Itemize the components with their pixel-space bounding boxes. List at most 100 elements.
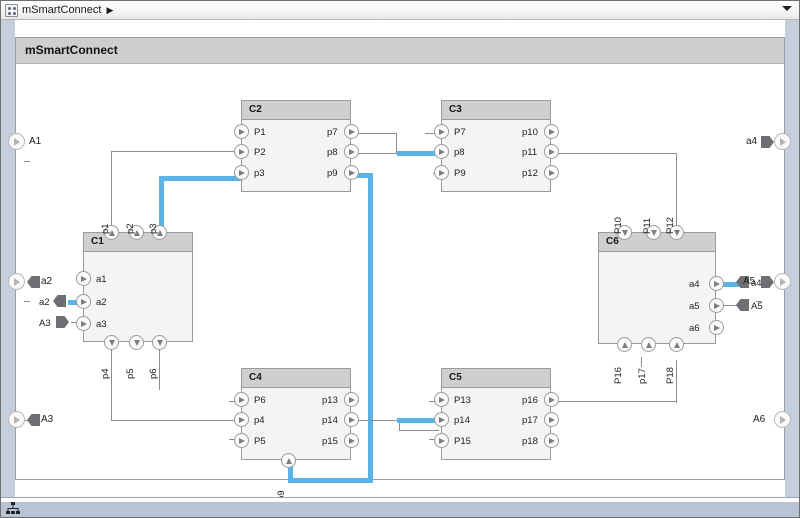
root-port-a2-label: a2 — [41, 276, 53, 287]
root-port-a1[interactable] — [8, 133, 25, 150]
wire-c1p4-vertical — [111, 350, 112, 420]
block-c5-port-P15[interactable] — [434, 433, 449, 448]
status-bar — [1, 497, 799, 517]
root-port-a2[interactable] — [8, 273, 25, 290]
block-c6-port-a5[interactable] — [709, 298, 724, 313]
block-c4-port-P6[interactable] — [234, 392, 249, 407]
breadcrumb-chevron-right-icon[interactable]: ▶ — [106, 4, 114, 15]
block-c4[interactable]: C4 — [241, 368, 351, 460]
block-c6-port-P16[interactable] — [617, 337, 632, 352]
block-c6-port-a6[interactable] — [709, 320, 724, 335]
block-c5-port-p14[interactable] — [434, 412, 449, 427]
root-port-a6[interactable] — [774, 411, 791, 428]
block-c1-port-p3[interactable] — [152, 225, 167, 240]
block-c3-port-p11[interactable] — [544, 144, 559, 159]
block-c1-port-a3[interactable] — [76, 316, 91, 331]
root-flag-a4[interactable] — [761, 136, 774, 148]
block-c4-port-p15-label: p15 — [322, 436, 338, 447]
block-c1-port-p2[interactable] — [129, 225, 144, 240]
block-c3-port-p10-label: p10 — [522, 127, 538, 138]
block-c3-port-P7[interactable] — [434, 124, 449, 139]
block-c2-port-p3-label: p3 — [254, 168, 265, 179]
block-c3[interactable]: C3 — [441, 100, 551, 192]
block-c6-port-P18[interactable] — [669, 337, 684, 352]
block-c4-title: C4 — [249, 372, 262, 383]
block-c4-port-P5[interactable] — [234, 433, 249, 448]
flag-a2-left[interactable] — [53, 295, 66, 307]
root-flag-a2[interactable] — [27, 276, 40, 288]
block-c6[interactable]: C6 — [598, 232, 716, 344]
wire-highlight-c6a4 — [714, 282, 739, 287]
block-c2-port-P1[interactable] — [234, 124, 249, 139]
block-c6-port-P11[interactable] — [646, 225, 661, 240]
flag-a4-right[interactable] — [736, 276, 749, 288]
block-c3-port-p12[interactable] — [544, 165, 559, 180]
block-c2-port-P2-label: P2 — [254, 147, 266, 158]
root-flag-a5[interactable] — [761, 276, 774, 288]
block-c5-port-p18-label: p18 — [522, 436, 538, 447]
block-c3-port-P9[interactable] — [434, 165, 449, 180]
block-c4-port-p13-label: p13 — [322, 395, 338, 406]
block-c4-port-P5-label: P5 — [254, 436, 266, 447]
wire-highlight-c2p9-horizontal — [349, 173, 373, 178]
block-c5-port-p16-label: p16 — [522, 395, 538, 406]
block-c6-port-p17-label: p17 — [637, 368, 648, 384]
block-c1-port-a1[interactable] — [76, 271, 91, 286]
block-c6-title: C6 — [606, 236, 619, 247]
block-c5-port-p17[interactable] — [544, 412, 559, 427]
root-port-a4[interactable] — [774, 133, 791, 150]
wire-highlight-main-vertical — [368, 173, 373, 483]
block-c5-port-p16[interactable] — [544, 392, 559, 407]
block-c3-port-p8[interactable] — [434, 144, 449, 159]
block-c2-port-p3[interactable] — [234, 165, 249, 180]
block-c6-port-P10-label: P10 — [613, 217, 624, 234]
block-c1-port-a2[interactable] — [76, 294, 91, 309]
block-c2-port-P2[interactable] — [234, 144, 249, 159]
model-block-icon — [5, 3, 18, 17]
wire-c5p16-vertical — [676, 367, 677, 403]
wire-c6-p17b-stub — [641, 357, 642, 367]
breadcrumb-bar: mSmartConnect ▶ — [1, 1, 799, 20]
block-c1-port-p1[interactable] — [104, 225, 119, 240]
block-c3-port-p10[interactable] — [544, 124, 559, 139]
model-canvas[interactable]: mSmartConnect — [1, 20, 799, 501]
wire-highlight-c5p14 — [397, 418, 447, 423]
block-c4-port-p13[interactable] — [344, 392, 359, 407]
block-c4-port-p9[interactable] — [281, 453, 296, 468]
block-c6-port-P10[interactable] — [617, 225, 632, 240]
block-c1-port-p4[interactable] — [104, 335, 119, 350]
wire-c2p7-vertical — [396, 133, 397, 154]
flag-a3-left[interactable] — [56, 316, 69, 328]
wire-c1p6-vertical — [159, 350, 160, 390]
block-c1-port-p6[interactable] — [152, 335, 167, 350]
block-c3-port-p8-label: p8 — [454, 147, 465, 158]
hierarchy-icon[interactable] — [6, 502, 20, 515]
block-c4-port-p4[interactable] — [234, 412, 249, 427]
block-c5-port-P13[interactable] — [434, 392, 449, 407]
flag-a2-left-label: a2 — [39, 297, 50, 308]
block-c2-port-p7[interactable] — [344, 124, 359, 139]
wire-highlight-c1p3-vertical — [159, 176, 164, 228]
flag-a5-right[interactable] — [736, 299, 749, 311]
breadcrumb-model-name[interactable]: mSmartConnect — [22, 3, 102, 16]
block-c1-port-p6-label: p6 — [148, 368, 159, 379]
chevron-down-icon[interactable] — [782, 6, 792, 11]
root-port-a5[interactable] — [774, 273, 791, 290]
wire-highlight-c4p9-vertical — [288, 457, 293, 483]
block-c2-port-p8[interactable] — [344, 144, 359, 159]
block-c6-port-P12[interactable] — [669, 225, 684, 240]
block-c6-port-a4[interactable] — [709, 276, 724, 291]
root-flag-a3[interactable] — [27, 414, 40, 426]
block-c4-port-p14[interactable] — [344, 412, 359, 427]
block-c5-port-p14-label: p14 — [454, 415, 470, 426]
block-c1-port-p5[interactable] — [129, 335, 144, 350]
block-c2-port-p9[interactable] — [344, 165, 359, 180]
page-title: mSmartConnect — [25, 43, 118, 57]
block-c5[interactable]: C5 — [441, 368, 551, 460]
block-c6-port-p17[interactable] — [641, 337, 656, 352]
block-c4-port-p15[interactable] — [344, 433, 359, 448]
block-c5-port-p18[interactable] — [544, 433, 559, 448]
root-port-a3[interactable] — [8, 411, 25, 428]
wire-c1p1-vertical — [111, 151, 112, 228]
